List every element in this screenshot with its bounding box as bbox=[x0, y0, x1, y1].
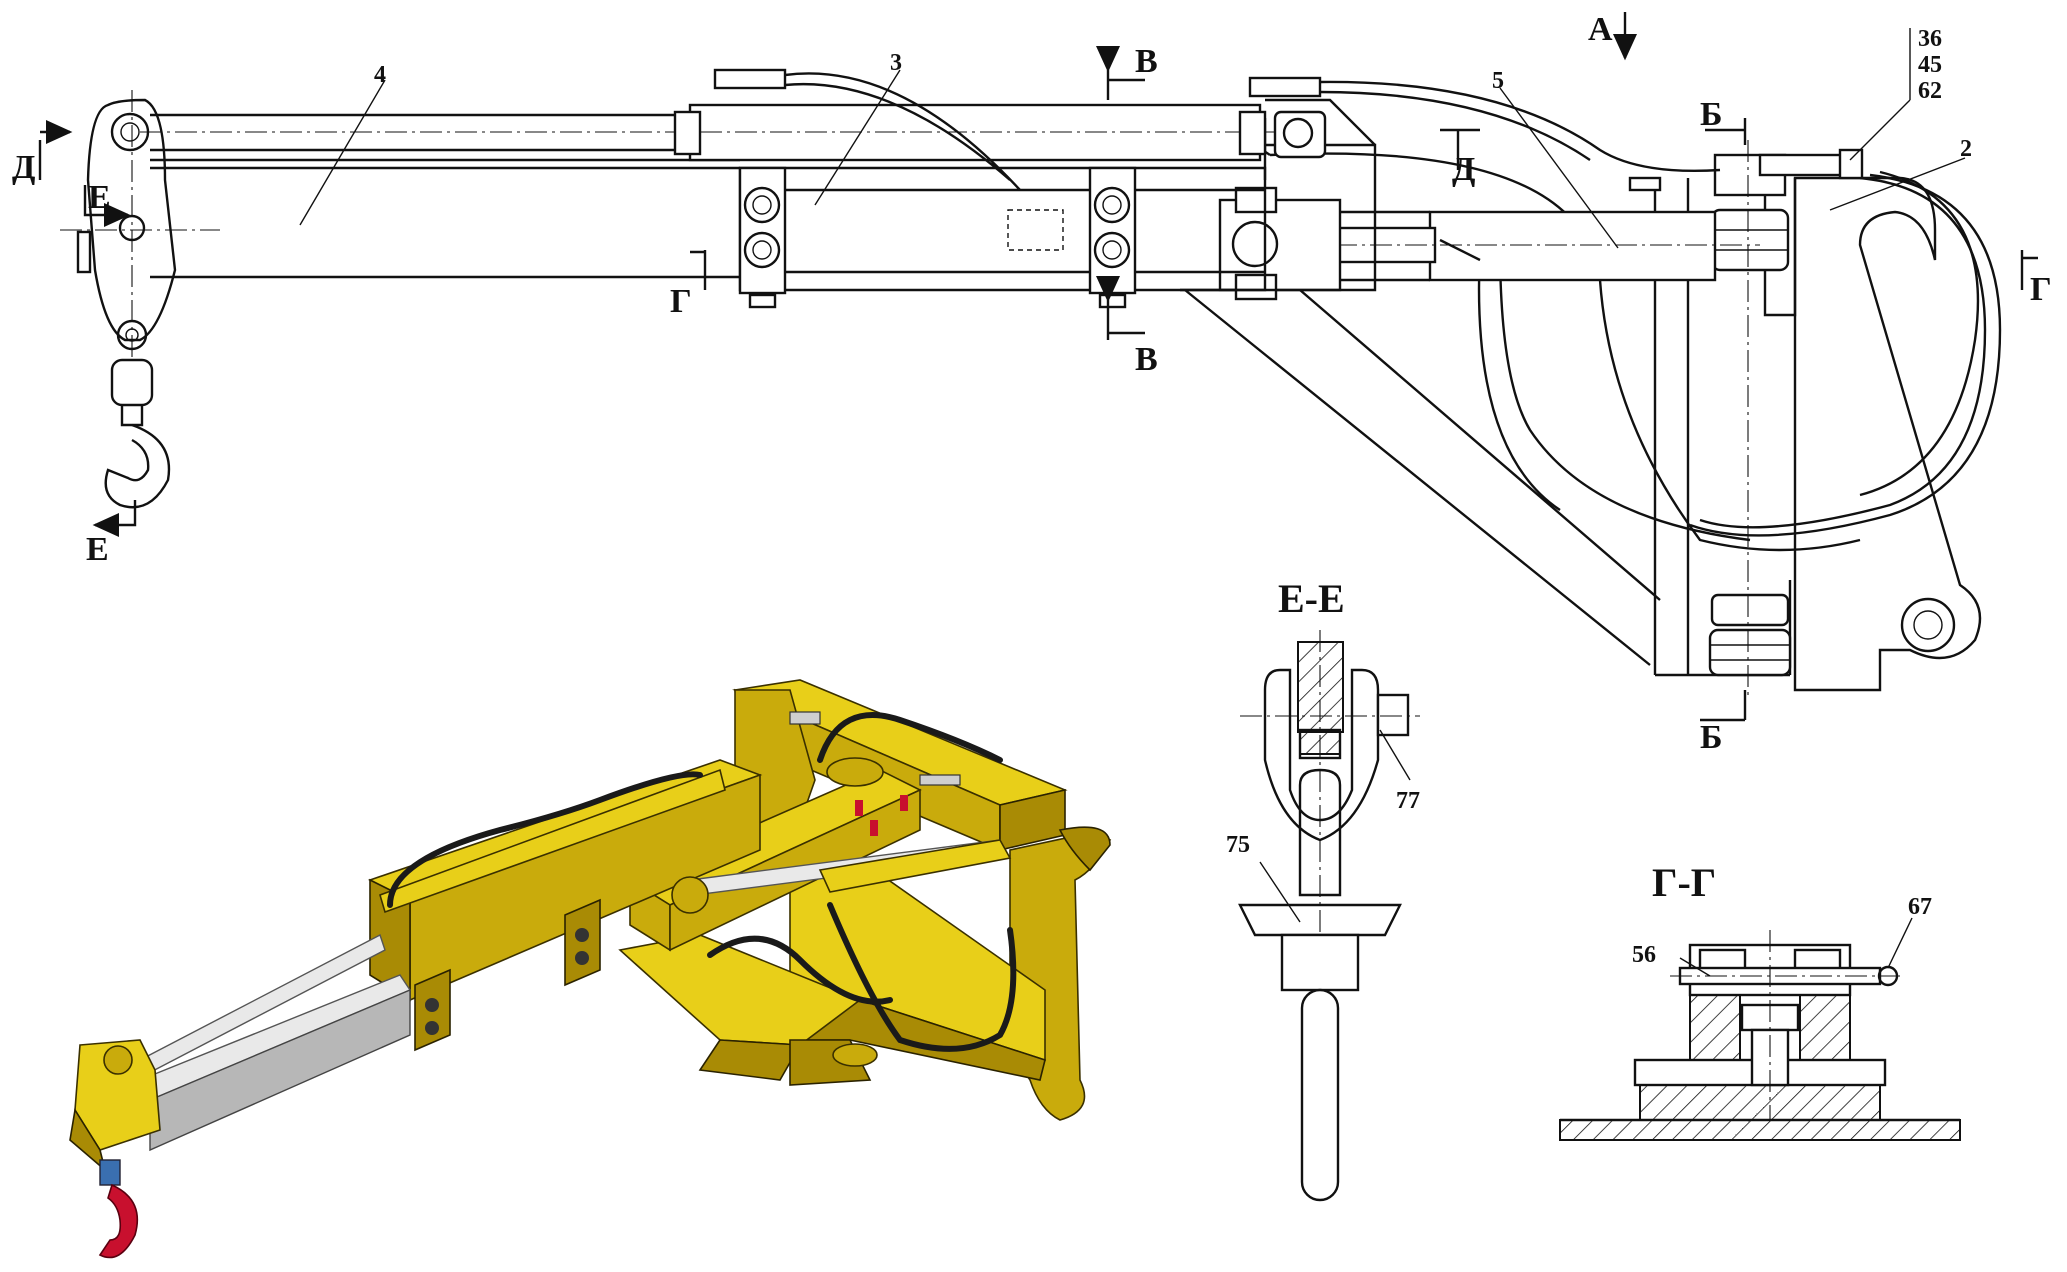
gg-block-left bbox=[1689, 994, 1741, 1061]
ee-eye bbox=[1298, 768, 1342, 897]
section-marker-D-right: Д bbox=[1440, 128, 1480, 188]
ee-shackle bbox=[1263, 668, 1380, 842]
mast bbox=[1653, 178, 1792, 677]
section-ee: Е-Е 77 75 bbox=[1226, 576, 1420, 1202]
section-gg: Г-Г 56 67 bbox=[1559, 860, 1961, 1141]
section-letter: В bbox=[1135, 341, 1158, 378]
section-marker-A: А bbox=[1588, 11, 1637, 61]
hose-loop bbox=[1498, 244, 1751, 542]
hose-loop bbox=[1477, 249, 1561, 511]
boom-section-3-edges bbox=[740, 188, 1265, 274]
diagonal-strut bbox=[1184, 289, 1661, 666]
section-letter: Б bbox=[1700, 96, 1722, 133]
clamp-block-right bbox=[1088, 166, 1137, 309]
section-marker-B-bottom: Б bbox=[1700, 690, 1747, 756]
section-letter: А bbox=[1588, 11, 1613, 48]
section-letter: Е bbox=[88, 179, 111, 216]
section-marker-G-left: Г bbox=[670, 250, 707, 320]
model-telescope-cylinder bbox=[379, 768, 726, 914]
section-marker-V-top: В bbox=[1108, 43, 1158, 100]
hose-loop bbox=[1269, 152, 1861, 552]
section-marker-B-top: Б bbox=[1700, 96, 1747, 145]
model-hose bbox=[387, 771, 703, 908]
leader-36-45-62 bbox=[1849, 28, 1911, 161]
section-title-ee: Е-Е bbox=[1278, 576, 1345, 621]
leader-2 bbox=[1829, 157, 1966, 211]
slew-bearing-top bbox=[1628, 153, 1790, 272]
callout-3: 3 bbox=[890, 50, 902, 76]
callout-67: 67 bbox=[1908, 894, 1932, 920]
model-rotary-bottom bbox=[832, 1043, 878, 1067]
section-letter: Д bbox=[12, 149, 35, 186]
bracket-pin bbox=[1913, 610, 1943, 640]
callout-5: 5 bbox=[1492, 68, 1504, 94]
leader-77 bbox=[1379, 729, 1411, 781]
hose-loop bbox=[1699, 176, 1987, 529]
gg-block-right bbox=[1799, 994, 1851, 1061]
callout-36: 36 bbox=[1918, 26, 1942, 52]
ee-nut bbox=[1376, 693, 1410, 737]
section-letter: Д bbox=[1452, 151, 1475, 188]
model-hose bbox=[817, 712, 1003, 763]
clamp-block-left bbox=[738, 166, 787, 309]
bracket-pin-hole bbox=[1900, 597, 1956, 653]
boom-head bbox=[60, 90, 220, 509]
crane-3d-model bbox=[69, 679, 1112, 1259]
lifting-eye bbox=[1282, 117, 1314, 149]
model-clamp bbox=[564, 898, 601, 987]
section-marker-D-left: Д bbox=[12, 132, 70, 186]
section-letter: Б bbox=[1700, 719, 1722, 756]
callout-77: 77 bbox=[1396, 788, 1420, 814]
model-hose bbox=[827, 902, 1017, 1052]
section-letter: В bbox=[1135, 43, 1158, 80]
fitting-block bbox=[1758, 153, 1852, 177]
model-hose bbox=[707, 935, 893, 1005]
hose bbox=[1319, 80, 1721, 173]
ee-nut-75 bbox=[1280, 933, 1360, 992]
callout-62: 62 bbox=[1918, 78, 1942, 104]
hose-loop bbox=[1859, 170, 1980, 497]
bracket-2 bbox=[1793, 176, 1982, 692]
leader-3 bbox=[814, 69, 901, 206]
lift-cylinder-5 bbox=[1218, 186, 1760, 301]
section-letter: Е bbox=[86, 531, 109, 568]
telescope-cylinder bbox=[140, 98, 1376, 162]
callout-45: 45 bbox=[1918, 52, 1942, 78]
model-rotary-top bbox=[826, 757, 884, 787]
cylinder-hose bbox=[1439, 238, 1481, 262]
leader-56 bbox=[1679, 957, 1711, 977]
model-hook bbox=[98, 1159, 139, 1259]
section-marker-E-bottom: Е bbox=[86, 500, 137, 568]
section-title-gg: Г-Г bbox=[1652, 860, 1716, 905]
slew-bearing-bottom bbox=[1708, 593, 1792, 677]
hydraulic-fitting bbox=[1248, 76, 1322, 98]
leader-75 bbox=[1259, 861, 1301, 923]
leader-5 bbox=[1499, 87, 1619, 249]
section-marker-G-right: Г bbox=[2020, 250, 2052, 308]
ee-shank bbox=[1300, 988, 1340, 1202]
boom-section-4 bbox=[150, 158, 740, 279]
hydraulic-fitting bbox=[713, 68, 787, 90]
gg-plate bbox=[1639, 1084, 1881, 1121]
section-marker-V-bottom: В bbox=[1108, 300, 1158, 378]
gg-base bbox=[1559, 1119, 1961, 1141]
callout-2: 2 bbox=[1960, 136, 1972, 162]
hose bbox=[784, 72, 1021, 191]
callout-75: 75 bbox=[1226, 832, 1250, 858]
section-marker-E-top: Е bbox=[83, 179, 131, 227]
leader-4 bbox=[299, 79, 386, 226]
section-letter: Г bbox=[670, 283, 692, 320]
callout-56: 56 bbox=[1632, 942, 1656, 968]
inspection-window bbox=[1007, 209, 1064, 251]
main-view: Д Е Е Г В В Д А bbox=[12, 11, 2052, 756]
callout-4: 4 bbox=[374, 62, 386, 88]
leader-67 bbox=[1887, 917, 1913, 969]
section-letter: Г bbox=[2030, 271, 2052, 308]
fitting bbox=[1838, 148, 1864, 180]
hose-loop bbox=[1689, 173, 2002, 537]
ee-washer-75 bbox=[1238, 903, 1402, 937]
